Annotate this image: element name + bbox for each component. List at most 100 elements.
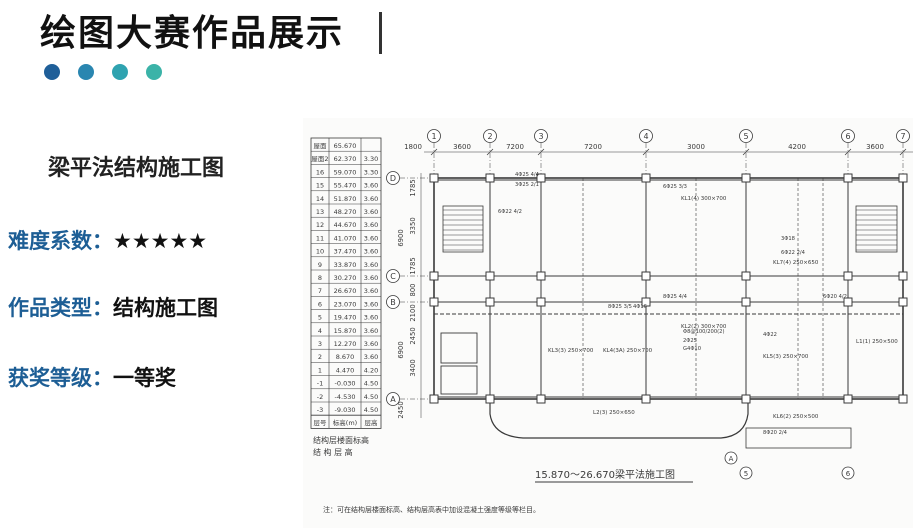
rebar-label-6: 2Φ25 bbox=[683, 338, 697, 344]
table-cell-height: 3.60 bbox=[364, 287, 378, 295]
table-cell-height: 3.60 bbox=[364, 221, 378, 229]
award-row: 获奖等级：一等奖 bbox=[8, 362, 176, 392]
table-cell-height: 3.60 bbox=[364, 234, 378, 242]
table-cell-height: 3.60 bbox=[364, 340, 378, 348]
title-divider bbox=[379, 12, 382, 54]
rebar-label-11: 8Φ25 3/5 bbox=[608, 304, 632, 310]
table-cell-height: 3.60 bbox=[364, 182, 378, 190]
drawing-caption: 15.870～26.670梁平法施工图 bbox=[535, 468, 675, 481]
column bbox=[485, 297, 495, 307]
table-cell-floor: 3 bbox=[318, 340, 322, 348]
table-cell-elevation: 62.370 bbox=[334, 155, 357, 163]
table-cell-floor: 14 bbox=[316, 195, 324, 203]
axis-bubble-C bbox=[386, 269, 400, 283]
column bbox=[536, 173, 546, 183]
column bbox=[741, 271, 751, 281]
axis-bubble-2 bbox=[483, 129, 497, 143]
difficulty-stars: ★★★★★ bbox=[113, 229, 208, 253]
table-cell-elevation: -0.030 bbox=[335, 380, 356, 388]
top-dimension-2: 7200 bbox=[506, 143, 524, 151]
table-cell-height: 3.60 bbox=[364, 314, 378, 322]
column bbox=[485, 394, 495, 404]
detail-axis-A bbox=[724, 451, 738, 465]
axis-label-C: C bbox=[390, 272, 396, 281]
column bbox=[641, 173, 651, 183]
table-header-height: 层高 bbox=[365, 418, 379, 427]
table-cell-elevation: 12.270 bbox=[334, 340, 357, 348]
rebar-label-0: 4Φ25 4/4 bbox=[515, 172, 540, 178]
column bbox=[843, 297, 853, 307]
column bbox=[429, 394, 439, 404]
axis-bubble-5 bbox=[739, 129, 753, 143]
award-label: 获奖等级： bbox=[8, 366, 113, 390]
table-cell-floor: 5 bbox=[318, 314, 322, 322]
table-cell-floor: 屋面 bbox=[314, 142, 328, 150]
table-cell-height: 3.60 bbox=[364, 195, 378, 203]
work-title: 梁平法结构施工图 bbox=[48, 156, 225, 181]
table-cell-floor: 12 bbox=[316, 221, 324, 229]
left-dimension-0: 1785 bbox=[409, 179, 417, 196]
table-cell-floor: 16 bbox=[316, 168, 324, 176]
table-cell-elevation: 41.070 bbox=[334, 234, 357, 242]
table-cell-floor: 7 bbox=[318, 287, 322, 295]
axis-bubble-3 bbox=[534, 129, 548, 143]
table-cell-elevation: 15.870 bbox=[334, 327, 357, 335]
column bbox=[641, 271, 651, 281]
table-caption-2: 结 构 层 高 bbox=[313, 447, 353, 457]
axis-label-1: 1 bbox=[431, 132, 436, 141]
table-cell-height: 3.60 bbox=[364, 208, 378, 216]
axis-bubble-1 bbox=[427, 129, 441, 143]
axis-bubble-7 bbox=[896, 129, 910, 143]
axis-label-3: 3 bbox=[538, 132, 543, 141]
left-dimension-8: 3400 bbox=[409, 359, 417, 376]
detail-axis-6 bbox=[841, 466, 855, 480]
table-cell-floor: -1 bbox=[317, 380, 323, 388]
column bbox=[741, 297, 751, 307]
rebar-label-5: Φ8@100/200(2) bbox=[683, 329, 724, 335]
type-label: 作品类型： bbox=[8, 296, 113, 320]
table-caption-1: 结构层楼面标高 bbox=[313, 435, 369, 445]
type-value: 结构施工图 bbox=[113, 296, 218, 320]
axis-label-5: 5 bbox=[743, 132, 748, 141]
table-cell-floor: 15 bbox=[316, 182, 324, 190]
rebar-label-7: G4Φ10 bbox=[683, 346, 701, 352]
table-cell-height: 4.50 bbox=[364, 393, 378, 401]
rebar-label-12: 4Φ22 bbox=[763, 332, 777, 338]
column bbox=[536, 271, 546, 281]
table-cell-height: 3.60 bbox=[364, 300, 378, 308]
column bbox=[898, 394, 908, 404]
elevator-shaft-1 bbox=[440, 332, 478, 364]
top-dimension-4: 3000 bbox=[687, 143, 705, 151]
award-value: 一等奖 bbox=[113, 366, 176, 390]
difficulty-label: 难度系数： bbox=[8, 229, 113, 253]
elevator-shaft-2 bbox=[440, 365, 478, 395]
table-cell-elevation: 33.870 bbox=[334, 261, 357, 269]
beam-label-4: KL5(3) 250×700 bbox=[763, 354, 809, 360]
top-dimension-6: 3600 bbox=[866, 143, 884, 151]
table-cell-elevation: 55.470 bbox=[334, 182, 357, 190]
table-cell-floor: 屋面2 bbox=[311, 155, 328, 163]
rebar-label-4: 8Φ25 4/4 bbox=[663, 294, 688, 300]
table-cell-elevation: 8.670 bbox=[336, 353, 355, 361]
table-cell-floor: -2 bbox=[317, 393, 323, 401]
table-cell-elevation: -9.030 bbox=[335, 406, 356, 414]
column bbox=[641, 394, 651, 404]
column bbox=[843, 173, 853, 183]
column bbox=[485, 173, 495, 183]
dimension-tick-2 bbox=[537, 148, 545, 156]
rebar-label-1: 3Φ25 2/1 bbox=[515, 182, 539, 188]
table-cell-height: 4.50 bbox=[364, 406, 378, 414]
top-dimension-1: 3600 bbox=[453, 143, 471, 151]
detail-axis-5 bbox=[739, 466, 753, 480]
column bbox=[898, 297, 908, 307]
axis-label-6: 6 bbox=[845, 132, 850, 141]
table-cell-elevation: 37.470 bbox=[334, 248, 357, 256]
detail-beam-box bbox=[745, 427, 852, 449]
axis-bubble-A bbox=[386, 392, 400, 406]
detail-axis-5-label: 5 bbox=[744, 470, 748, 478]
detail-axis-6-label: 6 bbox=[846, 470, 851, 478]
table-cell-elevation: 48.270 bbox=[334, 208, 357, 216]
table-cell-height: 4.50 bbox=[364, 380, 378, 388]
axis-label-B: B bbox=[390, 298, 396, 307]
